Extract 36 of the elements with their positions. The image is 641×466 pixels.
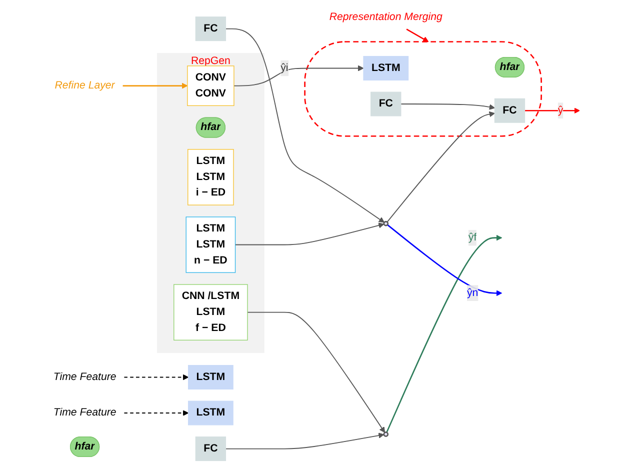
edge-label: ŷi [280, 62, 288, 74]
arrow [386, 111, 495, 222]
arrow [406, 28, 429, 42]
node-text: Representation Merging [329, 11, 442, 23]
arrow [400, 104, 495, 110]
arrow [122, 82, 188, 89]
node-box: CNN /LSTM LSTM f − ED [174, 284, 248, 340]
arrow [124, 410, 189, 416]
node-text: Refine Layer [54, 80, 115, 92]
node-box: LSTM [188, 400, 234, 426]
node-text: Time Feature [53, 371, 116, 383]
node-box: LSTM LSTM n − ED [186, 216, 236, 273]
arrow [124, 374, 189, 380]
arrow [225, 432, 384, 450]
node-box: LSTM [188, 364, 234, 390]
arrow [387, 224, 502, 296]
arrow [233, 65, 364, 86]
node-box: FC [195, 436, 226, 462]
node-box: LSTM [363, 56, 409, 80]
node-text: Time Feature [53, 407, 116, 418]
arrow [247, 312, 386, 433]
node-box: LSTM LSTM i − ED [188, 149, 234, 206]
arrow [386, 234, 502, 433]
arrow [524, 108, 580, 114]
node-box: FC [494, 98, 526, 123]
arrow [225, 28, 385, 223]
edge-label: ŷn [466, 287, 478, 298]
node-circle [383, 220, 389, 226]
arrow [234, 222, 384, 246]
node-box: FC [370, 92, 402, 116]
edge-label: ŷf [468, 232, 477, 244]
cluster [304, 41, 542, 137]
edge-label: ŷ [558, 104, 564, 116]
node-box: FC [195, 16, 226, 42]
node-circle [383, 432, 389, 437]
node-box: CONV CONV [187, 66, 234, 106]
